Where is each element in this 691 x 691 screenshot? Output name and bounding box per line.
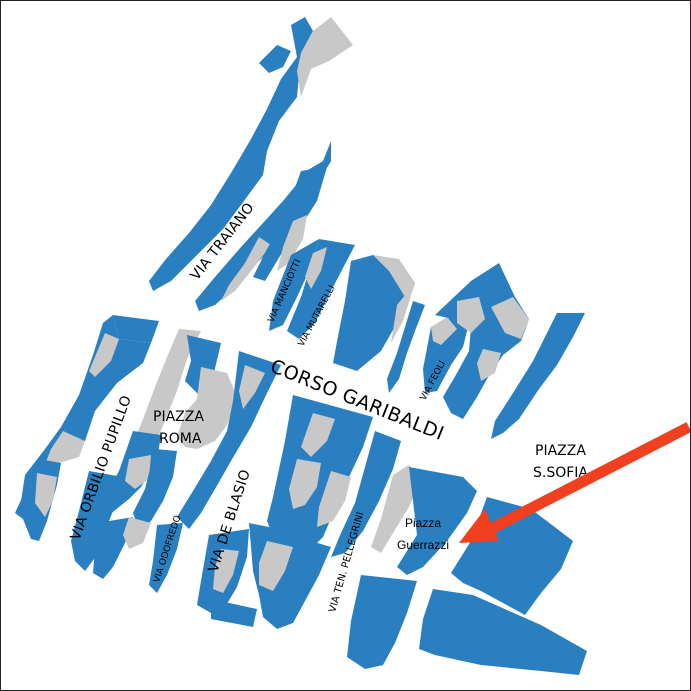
piazza-ssofia-label-line2: S.SOFIA <box>533 465 588 481</box>
square-labels: PIAZZA ROMA PIAZZA S.SOFIA Piazza Guerra… <box>153 409 588 552</box>
piazza-guerrazzi-label-line1: Piazza <box>405 516 441 530</box>
block-orbilio-north <box>21 315 159 501</box>
block-feoli <box>387 301 469 393</box>
block-de-blasio-west <box>177 351 281 529</box>
block-manciotti <box>253 167 327 331</box>
arrow-icon <box>459 422 690 543</box>
block-northeast-cluster <box>435 263 585 439</box>
block-piazza-roma <box>105 329 237 531</box>
piazza-roma-label-line2: ROMA <box>159 431 202 447</box>
piazza-ssofia-label-line1: PIAZZA <box>535 443 586 459</box>
block-southeast <box>347 497 587 675</box>
block-north-strip <box>149 17 353 291</box>
block-pellegrini-east <box>371 465 477 575</box>
block-central-south <box>267 395 401 557</box>
block-mutarelli <box>287 239 415 371</box>
block-pellegrini-south <box>197 523 331 629</box>
block-odofredo <box>71 471 183 593</box>
piazza-guerrazzi-label-line2: Guerrazzi <box>397 538 449 552</box>
piazza-roma-label-line1: PIAZZA <box>153 409 204 425</box>
block-orbilio-south <box>15 459 61 541</box>
